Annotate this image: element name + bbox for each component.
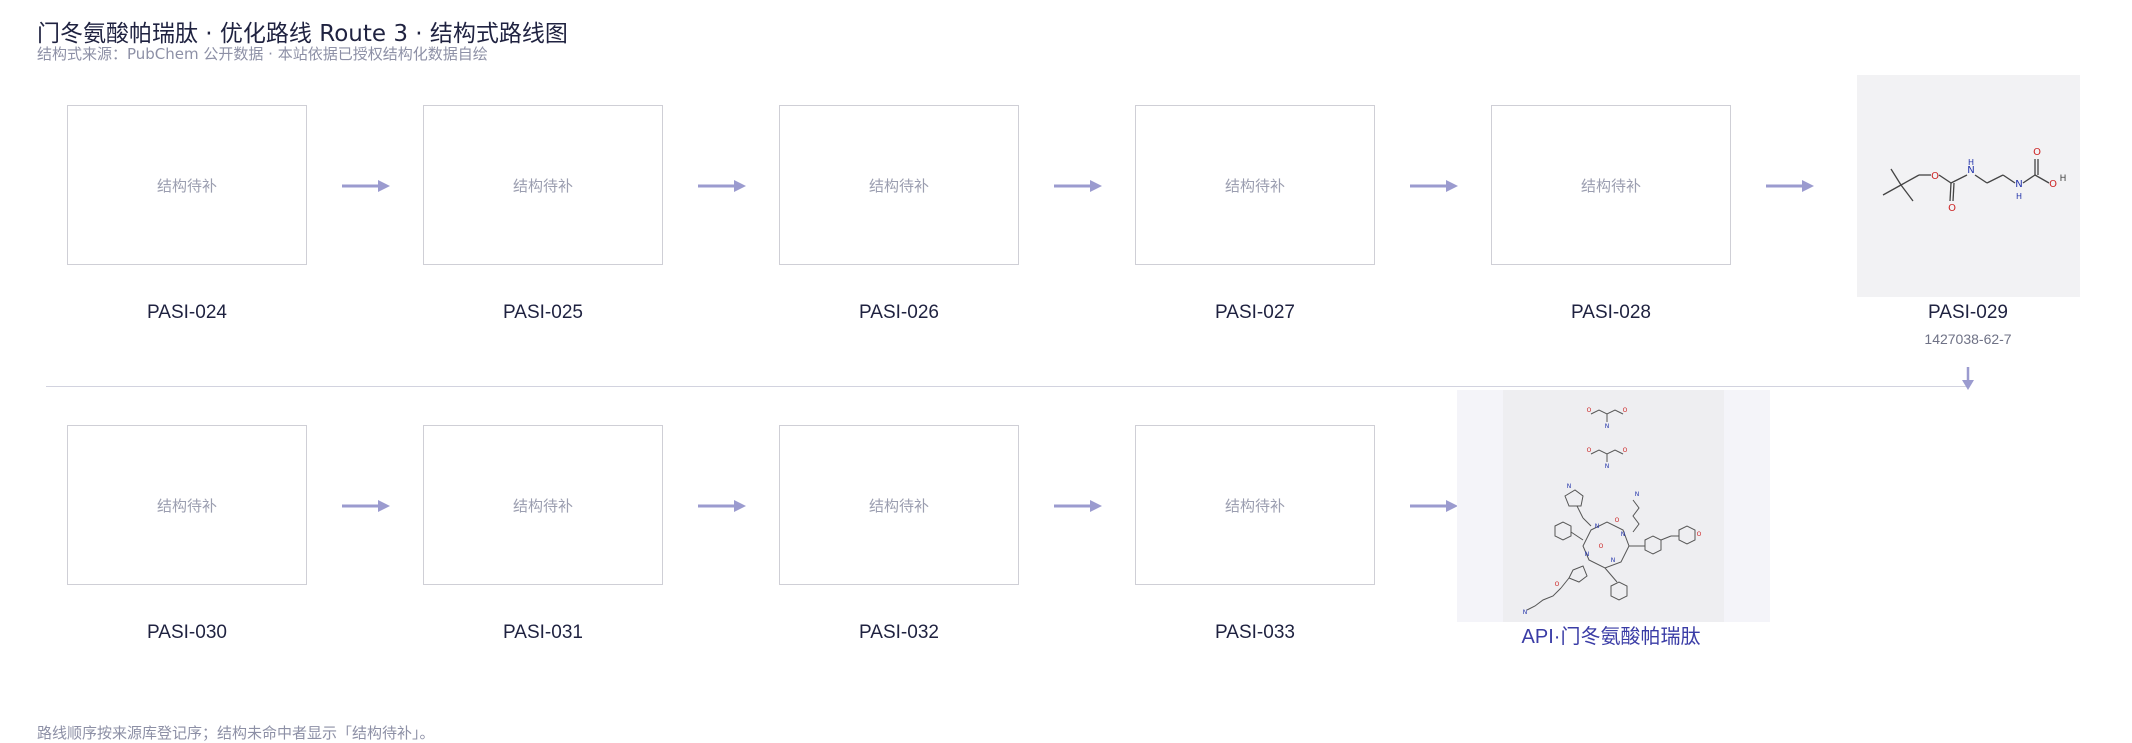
right-arrow-icon bbox=[342, 180, 390, 192]
node-label: PASI-032 bbox=[859, 622, 939, 643]
down-arrow-icon bbox=[1962, 367, 1974, 390]
right-arrow-icon bbox=[1054, 180, 1102, 192]
placeholder-text: 结构待补 bbox=[512, 496, 573, 515]
cas-number: 1427038-62-7 bbox=[1924, 331, 2012, 347]
placeholder-text: 结构待补 bbox=[156, 176, 217, 195]
structure-placeholder-box[interactable]: 结构待补 bbox=[67, 105, 307, 265]
svg-text:O: O bbox=[1587, 407, 1592, 414]
svg-text:H: H bbox=[2016, 192, 2022, 201]
svg-text:N: N bbox=[1605, 423, 1610, 430]
svg-text:N: N bbox=[1635, 491, 1640, 498]
svg-text:N: N bbox=[1621, 531, 1626, 538]
right-arrow-icon bbox=[1410, 500, 1458, 512]
svg-text:H: H bbox=[1968, 158, 1974, 167]
structure-image-api[interactable]: O O N O O N N N N O N O N N O O N bbox=[1457, 390, 1770, 622]
svg-text:O: O bbox=[1931, 171, 1939, 182]
placeholder-text: 结构待补 bbox=[1224, 496, 1285, 515]
structure-placeholder-box[interactable]: 结构待补 bbox=[1135, 105, 1375, 265]
footnote: 路线顺序按来源库登记序；结构未命中者显示「结构待补」。 bbox=[37, 724, 435, 742]
svg-text:O: O bbox=[1623, 407, 1628, 414]
node-label: PASI-028 bbox=[1571, 302, 1651, 323]
page-title: 门冬氨酸帕瑞肽 · 优化路线 Route 3 · 结构式路线图 bbox=[37, 21, 568, 47]
svg-text:O: O bbox=[2049, 179, 2057, 190]
svg-text:N: N bbox=[1567, 483, 1572, 490]
node-label: PASI-027 bbox=[1215, 302, 1295, 323]
molecule-structure-icon: O O N H N H O O H bbox=[1882, 147, 2067, 214]
svg-text:O: O bbox=[1587, 447, 1592, 454]
svg-text:N: N bbox=[1523, 609, 1528, 616]
structure-placeholder-box[interactable]: 结构待补 bbox=[1135, 425, 1375, 585]
right-arrow-icon bbox=[342, 500, 390, 512]
svg-text:N: N bbox=[1967, 165, 1974, 176]
right-arrow-icon bbox=[1054, 500, 1102, 512]
right-arrow-icon bbox=[1766, 180, 1814, 192]
svg-text:O: O bbox=[1555, 581, 1560, 588]
right-arrow-icon bbox=[698, 180, 746, 192]
node-label: PASI-025 bbox=[503, 302, 583, 323]
structure-image-pasi-029[interactable]: O O N H N H O O H bbox=[1857, 75, 2080, 297]
svg-text:O: O bbox=[1599, 543, 1604, 550]
node-label: PASI-030 bbox=[147, 622, 227, 643]
placeholder-text: 结构待补 bbox=[156, 496, 217, 515]
svg-text:N: N bbox=[2015, 179, 2022, 190]
svg-text:O: O bbox=[1615, 517, 1620, 524]
molecule-structure-icon: O O N O O N N N N O N O N N O O N bbox=[1503, 390, 1724, 622]
structure-placeholder-box[interactable]: 结构待补 bbox=[1491, 105, 1731, 265]
placeholder-text: 结构待补 bbox=[1224, 176, 1285, 195]
structure-placeholder-box[interactable]: 结构待补 bbox=[423, 425, 663, 585]
page-subtitle: 结构式来源：PubChem 公开数据 · 本站依据已授权结构化数据自绘 bbox=[37, 45, 488, 63]
node-label: PASI-033 bbox=[1215, 622, 1295, 643]
node-label: PASI-024 bbox=[147, 302, 227, 323]
structure-placeholder-box[interactable]: 结构待补 bbox=[779, 105, 1019, 265]
structure-placeholder-box[interactable]: 结构待补 bbox=[779, 425, 1019, 585]
svg-text:O: O bbox=[1948, 203, 1956, 214]
right-arrow-icon bbox=[1410, 180, 1458, 192]
svg-text:N: N bbox=[1605, 463, 1610, 470]
placeholder-text: 结构待补 bbox=[868, 176, 929, 195]
node-label: PASI-026 bbox=[859, 302, 939, 323]
svg-text:O: O bbox=[1623, 447, 1628, 454]
svg-text:N: N bbox=[1595, 523, 1600, 530]
placeholder-text: 结构待补 bbox=[512, 176, 573, 195]
placeholder-text: 结构待补 bbox=[1580, 176, 1641, 195]
node-label-api: API·门冬氨酸帕瑞肽 bbox=[1521, 626, 1701, 648]
node-label: PASI-029 bbox=[1928, 302, 2008, 323]
structure-placeholder-box[interactable]: 结构待补 bbox=[423, 105, 663, 265]
right-arrow-icon bbox=[698, 500, 746, 512]
svg-text:N: N bbox=[1585, 551, 1590, 558]
svg-text:H: H bbox=[2060, 174, 2067, 184]
svg-text:O: O bbox=[2033, 147, 2041, 158]
placeholder-text: 结构待补 bbox=[868, 496, 929, 515]
svg-text:O: O bbox=[1697, 531, 1702, 538]
row-connector-line bbox=[46, 386, 1967, 387]
node-label: PASI-031 bbox=[503, 622, 583, 643]
svg-text:N: N bbox=[1611, 557, 1616, 564]
structure-placeholder-box[interactable]: 结构待补 bbox=[67, 425, 307, 585]
